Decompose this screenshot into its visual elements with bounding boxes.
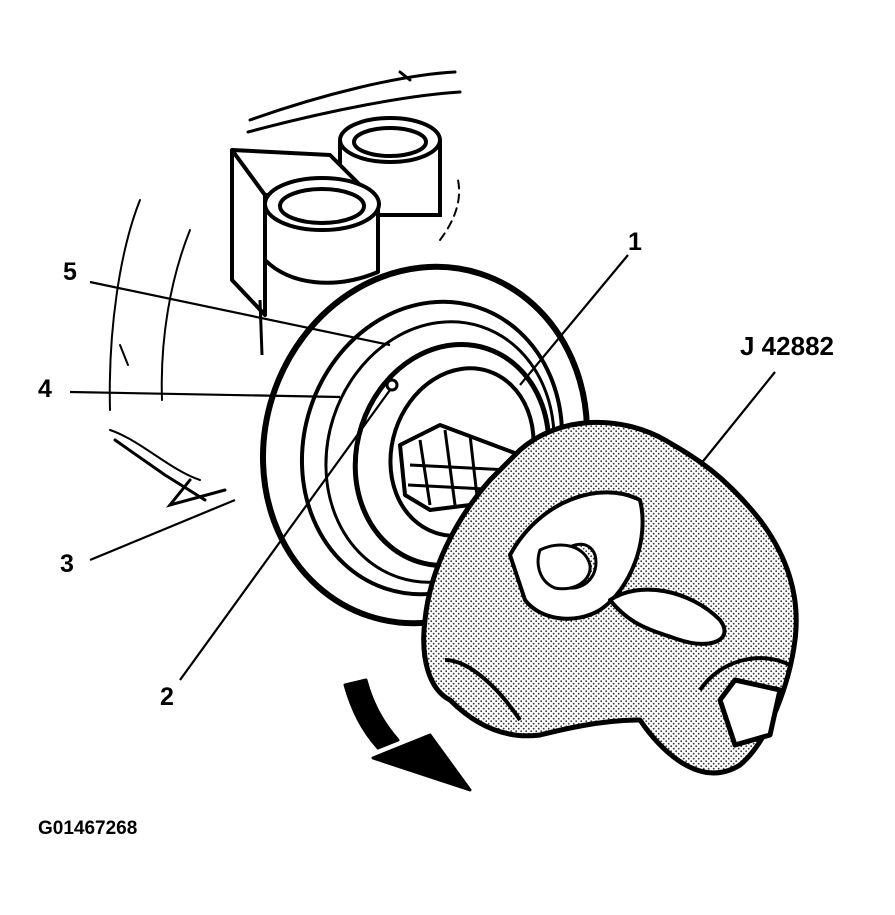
figure-id: G01467268 <box>38 818 138 839</box>
tool-j42882 <box>421 419 799 776</box>
housing-outline <box>108 70 462 508</box>
leader-line-4 <box>69 390 341 399</box>
callout-5: 5 <box>63 258 77 286</box>
callout-4: 4 <box>38 375 52 403</box>
rotation-arrow <box>343 678 472 792</box>
callout-2: 2 <box>160 683 174 711</box>
tool-label: J 42882 <box>740 331 834 361</box>
callout-1: 1 <box>628 228 642 256</box>
leader-line-3 <box>89 498 236 562</box>
leader-line-1 <box>519 254 629 386</box>
leader-lines <box>69 254 776 681</box>
leader-line-5 <box>89 280 391 347</box>
leader-line-tool <box>699 371 776 466</box>
front-tube-block <box>230 148 381 356</box>
callout-3: 3 <box>60 550 74 578</box>
leader-line-2 <box>179 389 391 681</box>
